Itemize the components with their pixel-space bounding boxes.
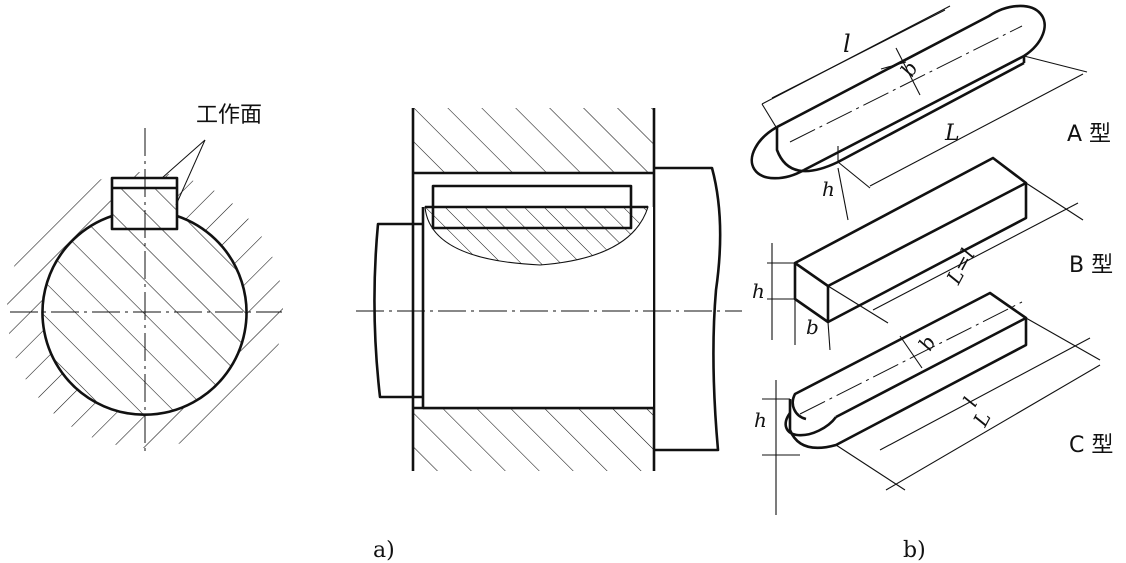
right-shaft-end xyxy=(654,166,722,452)
type-a-key: b l L h A 型 xyxy=(750,4,1111,221)
type-a-b-label: b xyxy=(896,57,923,80)
type-b-h-label: h xyxy=(752,279,765,303)
type-a-l-label: l xyxy=(843,30,851,58)
figure-a-caption: a) xyxy=(373,538,395,563)
cross-section-view: 工作面 xyxy=(7,103,283,456)
type-b-caption: B 型 xyxy=(1069,253,1113,278)
type-c-h-label: h xyxy=(754,408,767,432)
type-c-l-label: l xyxy=(958,393,982,410)
shaft-outline xyxy=(41,214,248,416)
type-c-b-label: b xyxy=(914,331,941,354)
lower-hub-hatching xyxy=(413,408,654,471)
type-b-b-label: b xyxy=(806,315,819,339)
type-c-caption: C 型 xyxy=(1069,433,1113,458)
upper-hub-hatching xyxy=(413,108,654,173)
longitudinal-section-view: a) xyxy=(356,108,742,563)
working-face-label: 工作面 xyxy=(196,103,262,128)
type-a-h-label: h xyxy=(822,177,835,201)
type-c-L-label: L xyxy=(968,407,996,431)
keyway-cutout xyxy=(424,206,649,266)
figure-b-caption: b) xyxy=(903,538,926,563)
embedded-key xyxy=(431,184,633,230)
type-b-key: L=l h b B 型 xyxy=(752,156,1113,351)
type-b-L-label: L=l xyxy=(941,244,980,288)
left-shaft-end xyxy=(373,222,423,399)
type-a-L-label: L xyxy=(944,121,960,146)
type-a-caption: A 型 xyxy=(1067,122,1111,147)
